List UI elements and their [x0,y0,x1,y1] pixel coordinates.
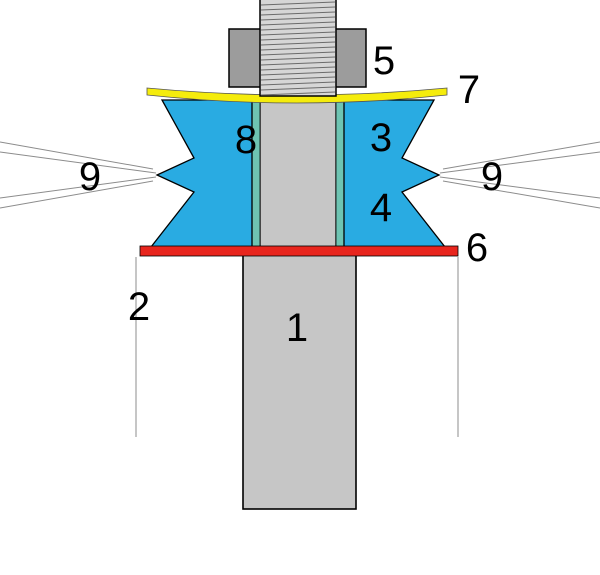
thread-line [260,6,336,11]
gasket-bar [139,245,459,257]
label-part1: 1 [286,306,308,350]
label-part2: 2 [128,285,150,329]
thread-line [260,86,336,91]
liner-strip-right [335,99,345,248]
thread-line [260,76,336,81]
thread-line [260,56,336,61]
shed-right [343,99,447,248]
thread-line [260,91,336,96]
thread-line [260,11,336,16]
interface-lines-right [439,141,600,209]
interface-lines-left [0,141,157,209]
interface-line [439,151,600,174]
shaft-body [242,247,357,510]
label-part9-left: 9 [79,155,101,199]
label-part5: 5 [373,39,395,83]
interface-line [0,141,154,170]
interface-line [0,151,157,174]
interface-line [442,180,600,209]
interface-line [442,141,600,170]
interface-line [439,176,600,199]
label-part7: 7 [458,68,480,112]
thread-line [260,51,336,56]
thread-line [260,81,336,86]
interface-line [0,180,154,209]
label-part6: 6 [466,226,488,270]
thread-line [260,21,336,26]
thread-hatching [260,1,336,96]
label-part4: 4 [370,186,392,230]
thread-line [260,61,336,66]
thread-line [260,71,336,76]
thread-line [260,66,336,71]
thread-line [260,36,336,41]
thread-line [260,26,336,31]
thread-line [260,1,336,6]
interface-line [0,176,157,199]
label-part8: 8 [235,118,257,162]
label-part9-right: 9 [481,155,503,199]
thread-line [260,31,336,36]
core-body [259,95,337,249]
thread-line [260,41,336,46]
label-part3: 3 [370,116,392,160]
thread-line [260,46,336,51]
thread-line [260,16,336,21]
